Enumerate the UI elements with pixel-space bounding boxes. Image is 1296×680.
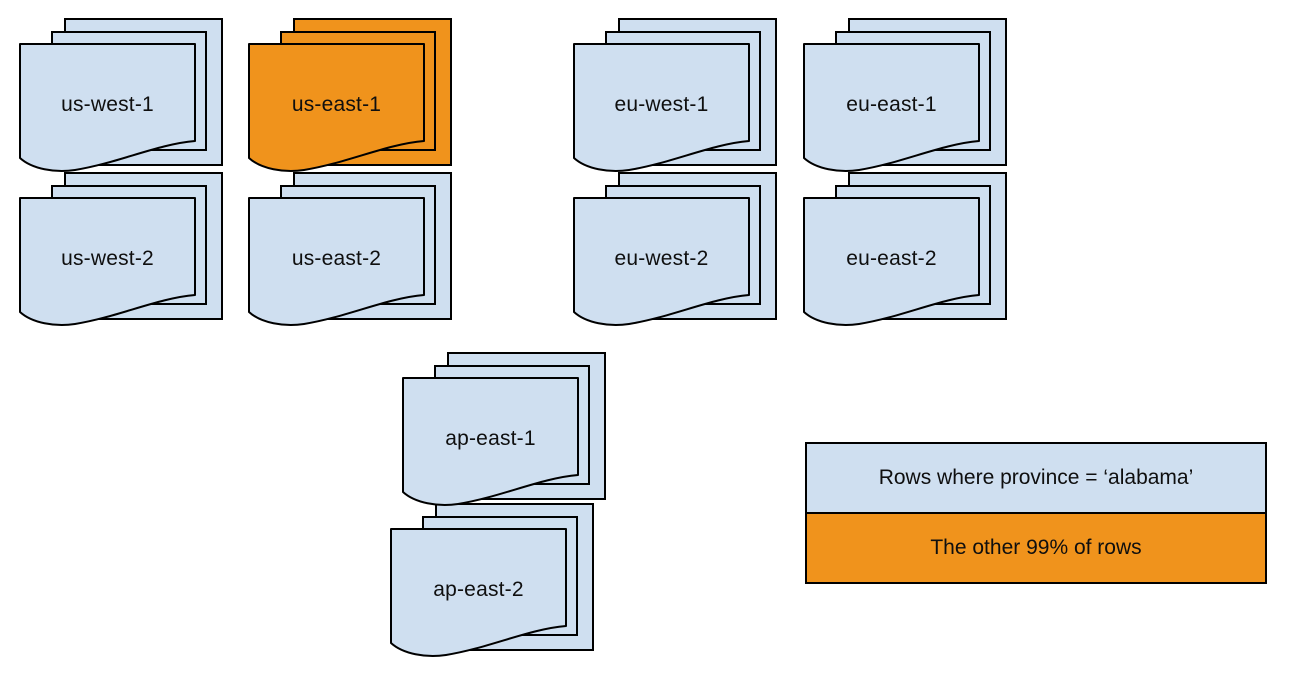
page-front <box>573 43 750 172</box>
document-stack-shape <box>390 503 594 657</box>
region-label: us-west-2 <box>61 247 154 270</box>
legend-row-other-rows-label: The other 99% of rows <box>930 536 1142 559</box>
page-front <box>248 197 425 326</box>
region-label: eu-west-2 <box>614 247 709 270</box>
region-stack-us-west-1: us-west-1 <box>19 18 223 173</box>
region-stack-us-east-2: us-east-2 <box>248 172 452 327</box>
page-front <box>573 197 750 326</box>
document-stack-shape <box>803 18 1007 172</box>
legend-row-alabama: Rows where province = ‘alabama’ <box>807 444 1265 512</box>
document-stack-shape <box>402 352 606 506</box>
region-label: ap-east-2 <box>433 578 524 601</box>
page-front <box>402 377 579 506</box>
legend: Rows where province = ‘alabama’ The othe… <box>805 442 1267 584</box>
page-front <box>803 43 980 172</box>
region-label: ap-east-1 <box>445 427 536 450</box>
region-stack-ap-east-1: ap-east-1 <box>402 352 606 507</box>
page-front <box>19 43 196 172</box>
document-stack-shape <box>248 172 452 326</box>
region-stack-eu-west-2: eu-west-2 <box>573 172 777 327</box>
region-label: us-west-1 <box>61 93 154 116</box>
region-stack-eu-west-1: eu-west-1 <box>573 18 777 173</box>
page-front <box>19 197 196 326</box>
region-stack-eu-east-2: eu-east-2 <box>803 172 1007 327</box>
document-stack-shape <box>19 18 223 172</box>
region-stack-us-west-2: us-west-2 <box>19 172 223 327</box>
page-front <box>390 528 567 657</box>
document-stack-shape <box>248 18 452 172</box>
region-label: eu-east-1 <box>846 93 937 116</box>
region-label: eu-east-2 <box>846 247 937 270</box>
document-stack-shape <box>803 172 1007 326</box>
region-stack-eu-east-1: eu-east-1 <box>803 18 1007 173</box>
region-stack-us-east-1: us-east-1 <box>248 18 452 173</box>
document-stack-shape <box>573 172 777 326</box>
region-stack-ap-east-2: ap-east-2 <box>390 503 594 658</box>
legend-row-alabama-label: Rows where province = ‘alabama’ <box>878 466 1194 489</box>
document-stack-shape <box>19 172 223 326</box>
region-label: us-east-2 <box>291 247 382 270</box>
page-front <box>803 197 980 326</box>
region-label: us-east-1 <box>291 93 382 116</box>
region-label: eu-west-1 <box>614 93 709 116</box>
document-stack-shape <box>573 18 777 172</box>
legend-row-other-rows: The other 99% of rows <box>807 512 1265 582</box>
page-front <box>248 43 425 172</box>
